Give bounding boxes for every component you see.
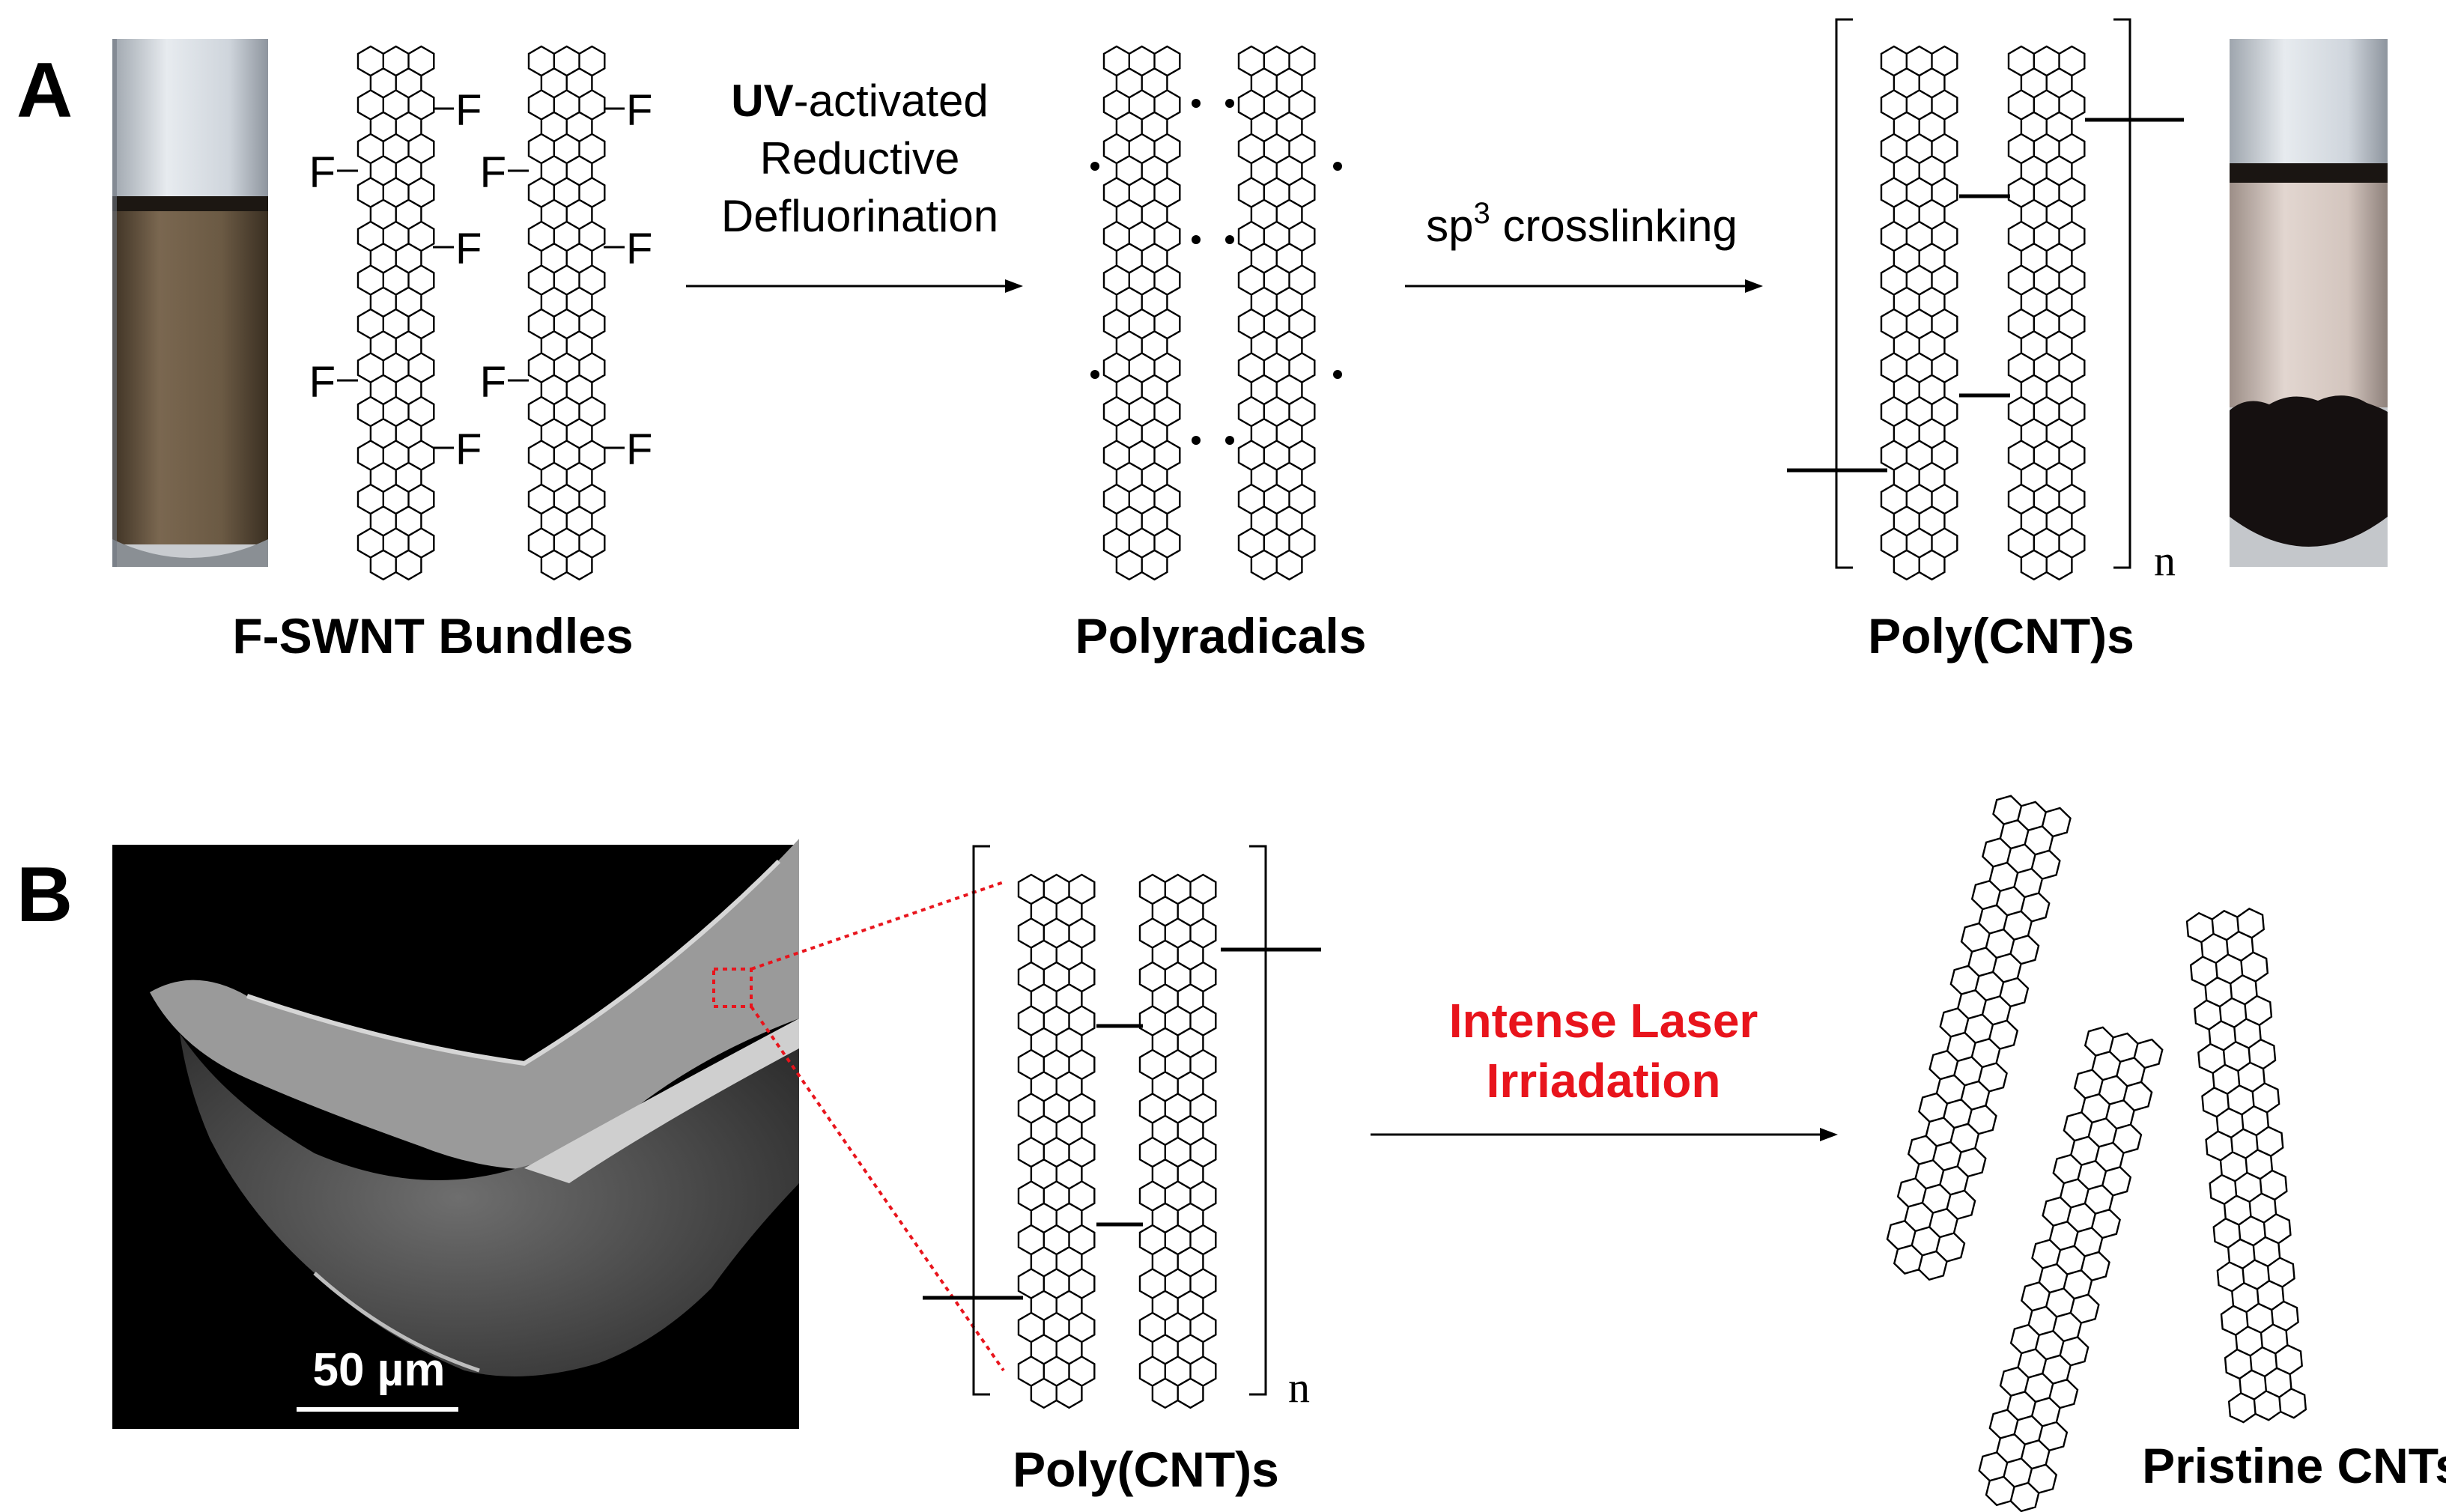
repeat-bracket-b: [923, 845, 1321, 1396]
defluorination-label: Defluorination: [721, 191, 998, 241]
poly-cnt-structure-b: [1017, 873, 1217, 1409]
scale-bar-label: 50 µm: [312, 1344, 445, 1396]
fluorine-atom-label: F: [455, 225, 482, 273]
pristine-cnts-label: Pristine CNTs: [2142, 1438, 2446, 1493]
radical-dot: [1192, 235, 1201, 244]
f-swnt-tube-right: [527, 45, 606, 581]
vial-photo-after: [2230, 39, 2388, 567]
polyradicals-label: Polyradicals: [1075, 608, 1367, 664]
poly-cnt-tube-left: [1017, 873, 1096, 1409]
poly-cnt-label-b: Poly(CNT)s: [1013, 1442, 1279, 1497]
radical-dot: [1333, 370, 1342, 379]
fluorine-atom-label: F: [626, 86, 652, 135]
pristine-tube-1: [1886, 795, 2072, 1281]
radical-dot: [1225, 235, 1234, 244]
radical-dot: [1225, 436, 1234, 445]
vial-photo-before: [112, 39, 268, 567]
svg-text:UV-activated: UV-activated: [731, 76, 989, 126]
fluorine-atom-label: F: [455, 425, 482, 474]
sp3-superscript: 3: [1474, 197, 1490, 230]
intense-laser-label: Intense Laser: [1449, 994, 1758, 1048]
panel-b-letter: B: [16, 851, 73, 938]
fluorine-atom-label: F: [309, 148, 336, 197]
uv-defluorination-arrow: [686, 279, 1023, 293]
radical-dot: [1192, 99, 1201, 108]
repeat-n-b: n: [1288, 1363, 1310, 1412]
pristine-tube-3: [2185, 907, 2307, 1424]
activated-label: -activated: [794, 76, 989, 126]
fluorine-atom-label: F: [480, 148, 506, 197]
polyradical-tube-right: [1237, 45, 1316, 581]
poly-cnt-label-a: Poly(CNT)s: [1868, 608, 2134, 664]
fluorine-atom-label: F: [626, 425, 652, 474]
poly-cnt-tube-left: [1880, 45, 1958, 581]
fluorine-atom-label: F: [455, 86, 482, 135]
pristine-cnt-structure: [1886, 795, 2307, 1512]
repeat-n-a: n: [2154, 536, 2176, 585]
pristine-tube-2: [1978, 1026, 2164, 1512]
f-swnt-bundles-label: F-SWNT Bundles: [232, 608, 633, 664]
f-swnt-tube-left: [356, 45, 435, 581]
radical-dot: [1333, 162, 1342, 171]
sp-label: sp: [1426, 201, 1473, 251]
radical-dot: [1225, 99, 1234, 108]
polyradicals-structure: [1090, 45, 1342, 581]
laser-arrow: [1371, 1128, 1838, 1141]
radical-dot: [1090, 370, 1099, 379]
crosslinking-arrow: [1405, 279, 1763, 293]
poly-cnt-tube-right: [2007, 45, 2086, 581]
fluorine-atom-label: F: [626, 225, 652, 273]
crosslinking-label: crosslinking: [1490, 201, 1738, 251]
poly-cnt-structure-a: [1880, 45, 2086, 581]
panel-b: B 50 µm n: [16, 795, 2446, 1512]
poly-cnt-tube-right: [1138, 873, 1217, 1409]
reductive-label: Reductive: [760, 133, 960, 183]
radical-dot: [1192, 436, 1201, 445]
sem-micrograph: [112, 839, 799, 1429]
fluorine-atom-label: F: [309, 358, 336, 407]
panel-a-letter: A: [16, 47, 73, 134]
svg-text:sp3 crosslinking: sp3 crosslinking: [1426, 197, 1738, 251]
polyradical-tube-left: [1102, 45, 1181, 581]
zoom-highlight: [712, 881, 1005, 1372]
uv-label: UV: [731, 76, 793, 126]
repeat-bracket-a: [1787, 18, 2184, 569]
fluorine-atom-label: F: [480, 358, 506, 407]
irradiation-label: Irriadation: [1487, 1054, 1721, 1108]
radical-dot: [1090, 162, 1099, 171]
